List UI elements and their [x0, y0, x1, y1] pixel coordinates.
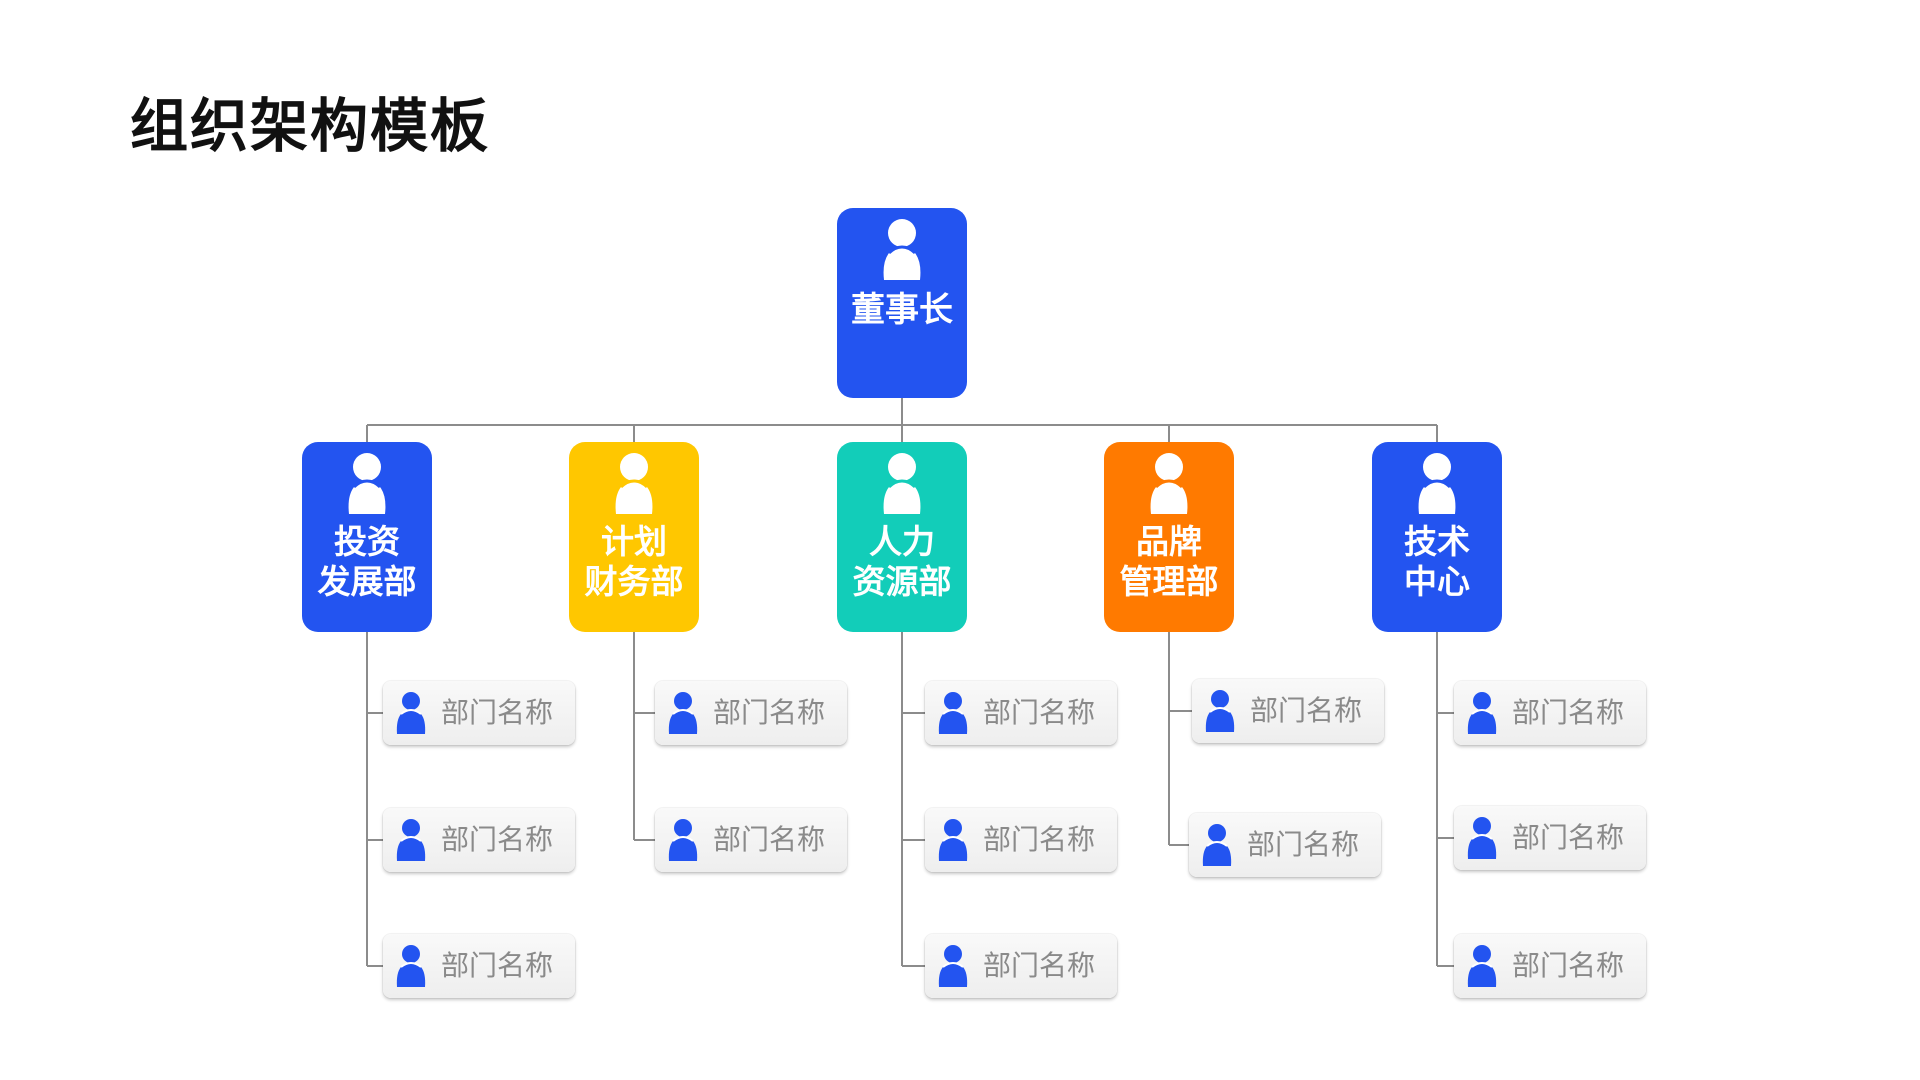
- person-icon: [1418, 453, 1456, 514]
- person-icon: [1467, 945, 1497, 987]
- person-icon: [396, 819, 426, 861]
- subunit-label: 部门名称: [713, 696, 826, 729]
- department-label: 投资 发展部: [317, 522, 417, 601]
- subunit-box: 部门名称: [383, 681, 575, 745]
- person-icon: [883, 219, 921, 280]
- subunit-label: 部门名称: [1250, 694, 1363, 727]
- subunit-box: 部门名称: [655, 808, 847, 872]
- person-icon: [1202, 824, 1232, 866]
- subunit-box: 部门名称: [1189, 813, 1381, 877]
- department-card-brand: 品牌 管理部: [1104, 442, 1234, 632]
- subunit-box: 部门名称: [383, 808, 575, 872]
- subunit-box: 部门名称: [655, 681, 847, 745]
- department-label: 品牌 管理部: [1119, 522, 1219, 601]
- person-icon: [1467, 692, 1497, 734]
- ceo-card: 董事长: [837, 208, 967, 398]
- subunit-label: 部门名称: [983, 823, 1096, 856]
- subunit-box: 部门名称: [383, 934, 575, 998]
- person-icon: [668, 692, 698, 734]
- subunit-box: 部门名称: [1454, 806, 1646, 870]
- department-label: 计划 财务部: [584, 522, 684, 601]
- person-icon: [396, 692, 426, 734]
- subunit-label: 部门名称: [1512, 696, 1625, 729]
- subunit-label: 部门名称: [983, 949, 1096, 982]
- subunit-label: 部门名称: [1512, 949, 1625, 982]
- subunit-label: 部门名称: [441, 696, 554, 729]
- person-icon: [1150, 453, 1188, 514]
- person-icon: [938, 945, 968, 987]
- person-icon: [938, 692, 968, 734]
- subunit-box: 部门名称: [1454, 934, 1646, 998]
- ceo-label: 董事长: [851, 290, 953, 330]
- subunit-label: 部门名称: [1512, 821, 1625, 854]
- person-icon: [1205, 690, 1235, 732]
- person-icon: [938, 819, 968, 861]
- department-card-investment: 投资 发展部: [302, 442, 432, 632]
- subunit-label: 部门名称: [1247, 828, 1360, 861]
- department-label: 技术 中心: [1404, 522, 1470, 601]
- subunit-box: 部门名称: [1192, 679, 1384, 743]
- person-icon: [348, 453, 386, 514]
- subunit-label: 部门名称: [713, 823, 826, 856]
- person-icon: [615, 453, 653, 514]
- person-icon: [1467, 817, 1497, 859]
- subunit-box: 部门名称: [925, 681, 1117, 745]
- subunit-box: 部门名称: [925, 808, 1117, 872]
- subunit-label: 部门名称: [441, 823, 554, 856]
- subunit-box: 部门名称: [1454, 681, 1646, 745]
- department-card-hr: 人力 资源部: [837, 442, 967, 632]
- department-card-tech: 技术 中心: [1372, 442, 1502, 632]
- person-icon: [883, 453, 921, 514]
- subunit-box: 部门名称: [925, 934, 1117, 998]
- person-icon: [668, 819, 698, 861]
- page-title: 组织架构模板: [130, 92, 491, 160]
- subunit-label: 部门名称: [983, 696, 1096, 729]
- person-icon: [396, 945, 426, 987]
- department-label: 人力 资源部: [852, 522, 952, 601]
- subunit-label: 部门名称: [441, 949, 554, 982]
- department-card-finance: 计划 财务部: [569, 442, 699, 632]
